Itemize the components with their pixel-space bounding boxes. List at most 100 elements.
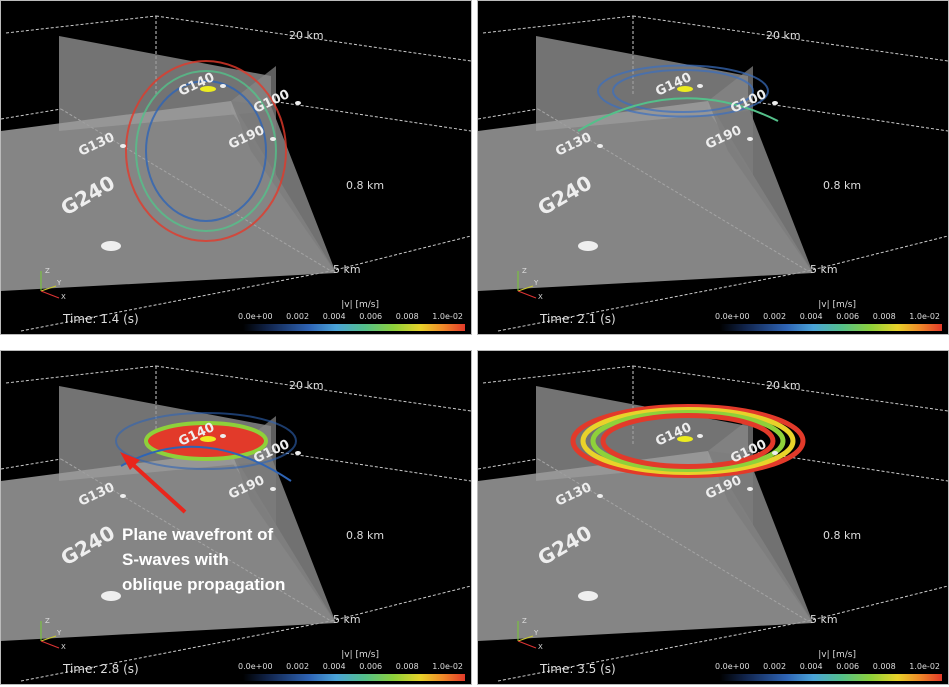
- vertical-plane-front: [708, 101, 813, 273]
- bounding-box-edge: [155, 15, 471, 62]
- scale-label-horizontal: 20 km: [766, 379, 801, 392]
- colorbar-tick: 0.008: [395, 312, 419, 321]
- x-axis: [40, 640, 60, 649]
- colorbar-tick: 0.0e+00: [715, 662, 750, 671]
- axis-label-x: X: [61, 643, 66, 651]
- bounding-box-edge: [270, 450, 471, 482]
- scale-label-depth2: 5 km: [333, 613, 361, 626]
- colorbar-tick: 0.008: [872, 312, 896, 321]
- scale-label-depth: 0.8 km: [823, 529, 862, 542]
- colorbar-tick: 0.006: [836, 312, 860, 321]
- time-label: Time: 2.8 (s): [63, 662, 139, 676]
- annotation-line-2: S-waves with: [122, 550, 229, 569]
- colorbar-tick: 0.004: [322, 312, 346, 321]
- colorbar-tick: 1.0e-02: [909, 662, 940, 671]
- axis-label-z: Z: [522, 267, 527, 275]
- annotation-line-1: Plane wavefront of: [122, 525, 274, 544]
- station-marker: [697, 84, 703, 88]
- station-marker: [101, 591, 121, 601]
- colorbar-tick: 0.004: [799, 662, 823, 671]
- colorbar-tick: 0.0e+00: [238, 662, 273, 671]
- bounding-box-edge: [330, 585, 471, 622]
- bounding-box-edge: [807, 235, 948, 272]
- bounding-box-edge: [5, 15, 157, 34]
- bounding-box-edge: [497, 620, 809, 682]
- bounding-box-edge: [807, 585, 948, 622]
- wavefront-arc: [577, 97, 779, 132]
- station-marker: [220, 84, 226, 88]
- colorbar-title: |v| [m/s]: [341, 300, 379, 310]
- colorbar-tick: 0.002: [763, 312, 787, 321]
- wavefront-arc: [145, 80, 267, 222]
- bounding-box-edge: [632, 15, 948, 62]
- wavefront-ring: [597, 64, 769, 118]
- bounding-box-edge: [5, 365, 157, 384]
- axis-label-y: Y: [56, 629, 62, 637]
- x-axis: [517, 640, 537, 649]
- scale-label-depth2: 5 km: [810, 263, 838, 276]
- colorbar-title: |v| [m/s]: [818, 300, 856, 310]
- colorbar-tick: 0.004: [799, 312, 823, 321]
- scale-label-depth2: 5 km: [333, 263, 361, 276]
- source-marker: [200, 436, 216, 442]
- axis-label-x: X: [538, 293, 543, 301]
- vertical-plane-front: [708, 451, 813, 623]
- bounding-box-edge: [478, 458, 539, 470]
- colorbar-tick: 0.002: [286, 312, 310, 321]
- station-marker: [295, 451, 301, 455]
- station-marker: [772, 101, 778, 105]
- colorbar-gradient: [720, 674, 942, 681]
- x-axis: [40, 290, 60, 299]
- bounding-box-edge: [478, 108, 539, 120]
- bounding-box-edge: [1, 458, 62, 470]
- y-axis: [40, 635, 57, 642]
- colorbar-tick: 0.006: [359, 312, 383, 321]
- station-marker: [578, 241, 598, 251]
- bounding-box-edge: [747, 450, 948, 482]
- station-marker: [747, 487, 753, 491]
- time-label: Time: 1.4 (s): [63, 312, 139, 326]
- colorbar-tick: 1.0e-02: [909, 312, 940, 321]
- vertical-plane-front: [231, 451, 336, 623]
- bounding-box-edge: [747, 100, 948, 132]
- station-marker: [270, 487, 276, 491]
- axis-label-y: Y: [533, 629, 539, 637]
- colorbar-tick: 0.006: [836, 662, 860, 671]
- station-marker: [120, 144, 126, 148]
- scale-label-depth2: 5 km: [810, 613, 838, 626]
- wavefront-ring: [612, 69, 754, 113]
- y-axis: [40, 285, 57, 292]
- station-marker: [747, 137, 753, 141]
- colorbar-gradient: [720, 324, 942, 331]
- colorbar-gradient: [243, 674, 465, 681]
- station-marker: [295, 101, 301, 105]
- colorbar-tick: 0.008: [395, 662, 419, 671]
- vertical-plane-front: [231, 101, 336, 273]
- station-marker: [220, 434, 226, 438]
- axis-label-y: Y: [56, 279, 62, 287]
- wavefront-ring: [600, 413, 776, 469]
- station-marker: [597, 494, 603, 498]
- axis-label-x: X: [61, 293, 66, 301]
- y-axis: [517, 285, 534, 292]
- colorbar-tick: 1.0e-02: [432, 312, 463, 321]
- wavefront-ring: [115, 412, 297, 470]
- annotation-text: Plane wavefront of S-waves with oblique …: [122, 522, 285, 597]
- annotation-line-3: oblique propagation: [122, 575, 286, 594]
- colorbar-tick: 0.006: [359, 662, 383, 671]
- colorbar-title: |v| [m/s]: [341, 650, 379, 660]
- station-marker: [101, 241, 121, 251]
- colorbar-tick: 0.002: [763, 662, 787, 671]
- y-axis: [517, 635, 534, 642]
- wavefront-ring: [570, 404, 806, 478]
- scale-label-depth: 0.8 km: [823, 179, 862, 192]
- bounding-box-edge: [482, 15, 634, 34]
- source-marker: [200, 86, 216, 92]
- wavefront-ring: [580, 407, 796, 475]
